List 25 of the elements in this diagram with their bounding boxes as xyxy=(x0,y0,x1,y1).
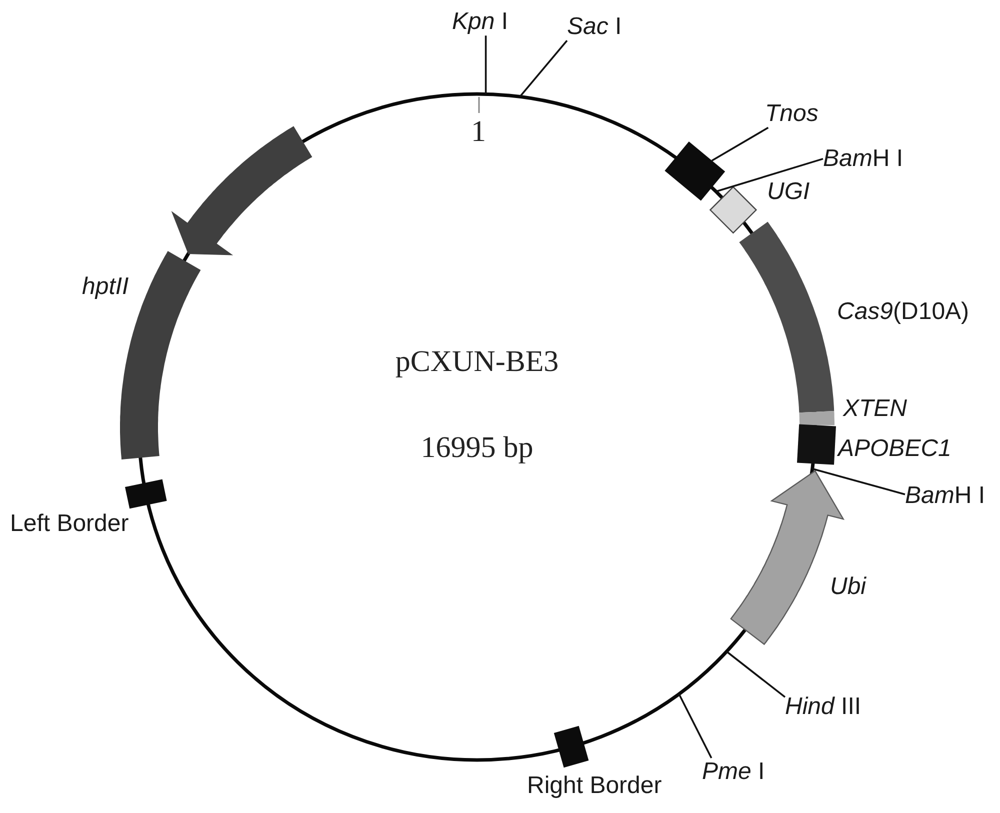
leader-line xyxy=(484,36,487,94)
feature-label: XTEN xyxy=(843,395,908,423)
feature-label: UGI xyxy=(767,178,810,206)
restriction-site-label: BamH I xyxy=(823,145,904,173)
restriction-site-label: Pme I xyxy=(702,758,765,786)
restriction-site-label: Sac I xyxy=(567,13,622,41)
feature-label: APOBEC1 xyxy=(838,435,952,463)
feature-label: Cas9(D10A) xyxy=(837,298,970,326)
restriction-site-label: BamH I xyxy=(905,482,986,510)
plasmid-size: 16995 bp xyxy=(420,430,534,465)
feature-label: Left Border xyxy=(10,510,129,538)
position-number: 1 xyxy=(471,114,486,149)
restriction-site-label: Hind III xyxy=(785,693,862,721)
leader-line xyxy=(726,650,786,698)
restriction-site-label: Kpn I xyxy=(452,8,508,36)
feature-label: Ubi xyxy=(830,573,866,601)
leader-line xyxy=(711,126,769,162)
leader-line xyxy=(812,468,906,496)
leader-line xyxy=(519,40,568,98)
feature-label: Right Border xyxy=(527,772,662,800)
feature-label: Tnos xyxy=(765,100,818,128)
plasmid-name: pCXUN-BE3 xyxy=(395,344,559,379)
leader-line xyxy=(716,158,824,192)
feature-label: hptII xyxy=(82,273,129,301)
leader-line xyxy=(678,694,712,758)
